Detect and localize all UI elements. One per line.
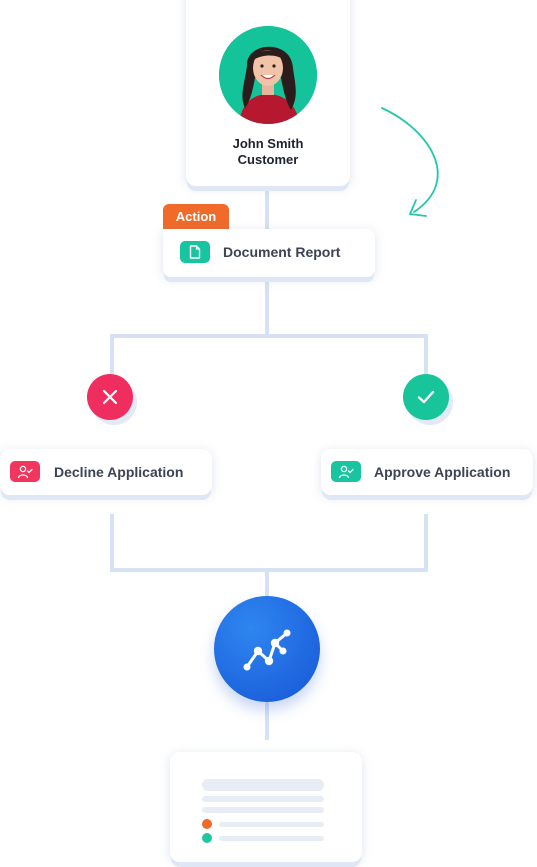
connector-workflow-down — [265, 700, 269, 740]
approve-application-label: Approve Application — [374, 464, 510, 480]
person-photo-icon — [219, 26, 317, 124]
summary-card — [170, 752, 362, 862]
customer-name: John Smith — [186, 136, 350, 151]
check-icon — [416, 388, 436, 406]
document-icon — [180, 241, 210, 263]
avatar — [219, 26, 317, 124]
status-dot-green — [202, 833, 212, 843]
user-check-icon — [331, 461, 361, 482]
action-badge-label: Action — [176, 209, 216, 224]
summary-title-bar — [202, 779, 324, 791]
connector-merge-right — [424, 514, 428, 572]
decline-application-card[interactable]: Decline Application — [0, 449, 212, 495]
connector-split-horizontal — [110, 334, 428, 338]
summary-line-bar — [202, 796, 324, 802]
approve-status-circle — [403, 374, 449, 420]
summary-item-bar — [219, 822, 324, 827]
connector-merge-down — [265, 568, 269, 598]
action-badge: Action — [163, 204, 229, 230]
workflow-hub — [214, 596, 320, 702]
connector-merge-left — [110, 514, 114, 572]
connector-merge-horizontal — [110, 568, 428, 572]
connector-split-left — [110, 334, 114, 374]
decline-status-circle — [87, 374, 133, 420]
connector-split-right — [424, 334, 428, 374]
summary-item-bar — [219, 836, 324, 841]
connector-action-down — [265, 280, 269, 336]
document-report-label: Document Report — [223, 244, 340, 260]
customer-card: John Smith Customer — [186, 0, 350, 186]
decline-application-label: Decline Application — [54, 464, 183, 480]
curved-arrow-icon — [370, 100, 460, 230]
close-icon — [101, 388, 119, 406]
user-check-icon — [10, 461, 40, 482]
document-report-card[interactable]: Document Report — [163, 229, 375, 277]
approve-application-card[interactable]: Approve Application — [321, 449, 533, 495]
summary-line-bar — [202, 807, 324, 813]
workflow-nodes-icon — [239, 621, 295, 677]
customer-role: Customer — [186, 152, 350, 167]
status-dot-orange — [202, 819, 212, 829]
connector-customer-to-action — [265, 188, 269, 230]
